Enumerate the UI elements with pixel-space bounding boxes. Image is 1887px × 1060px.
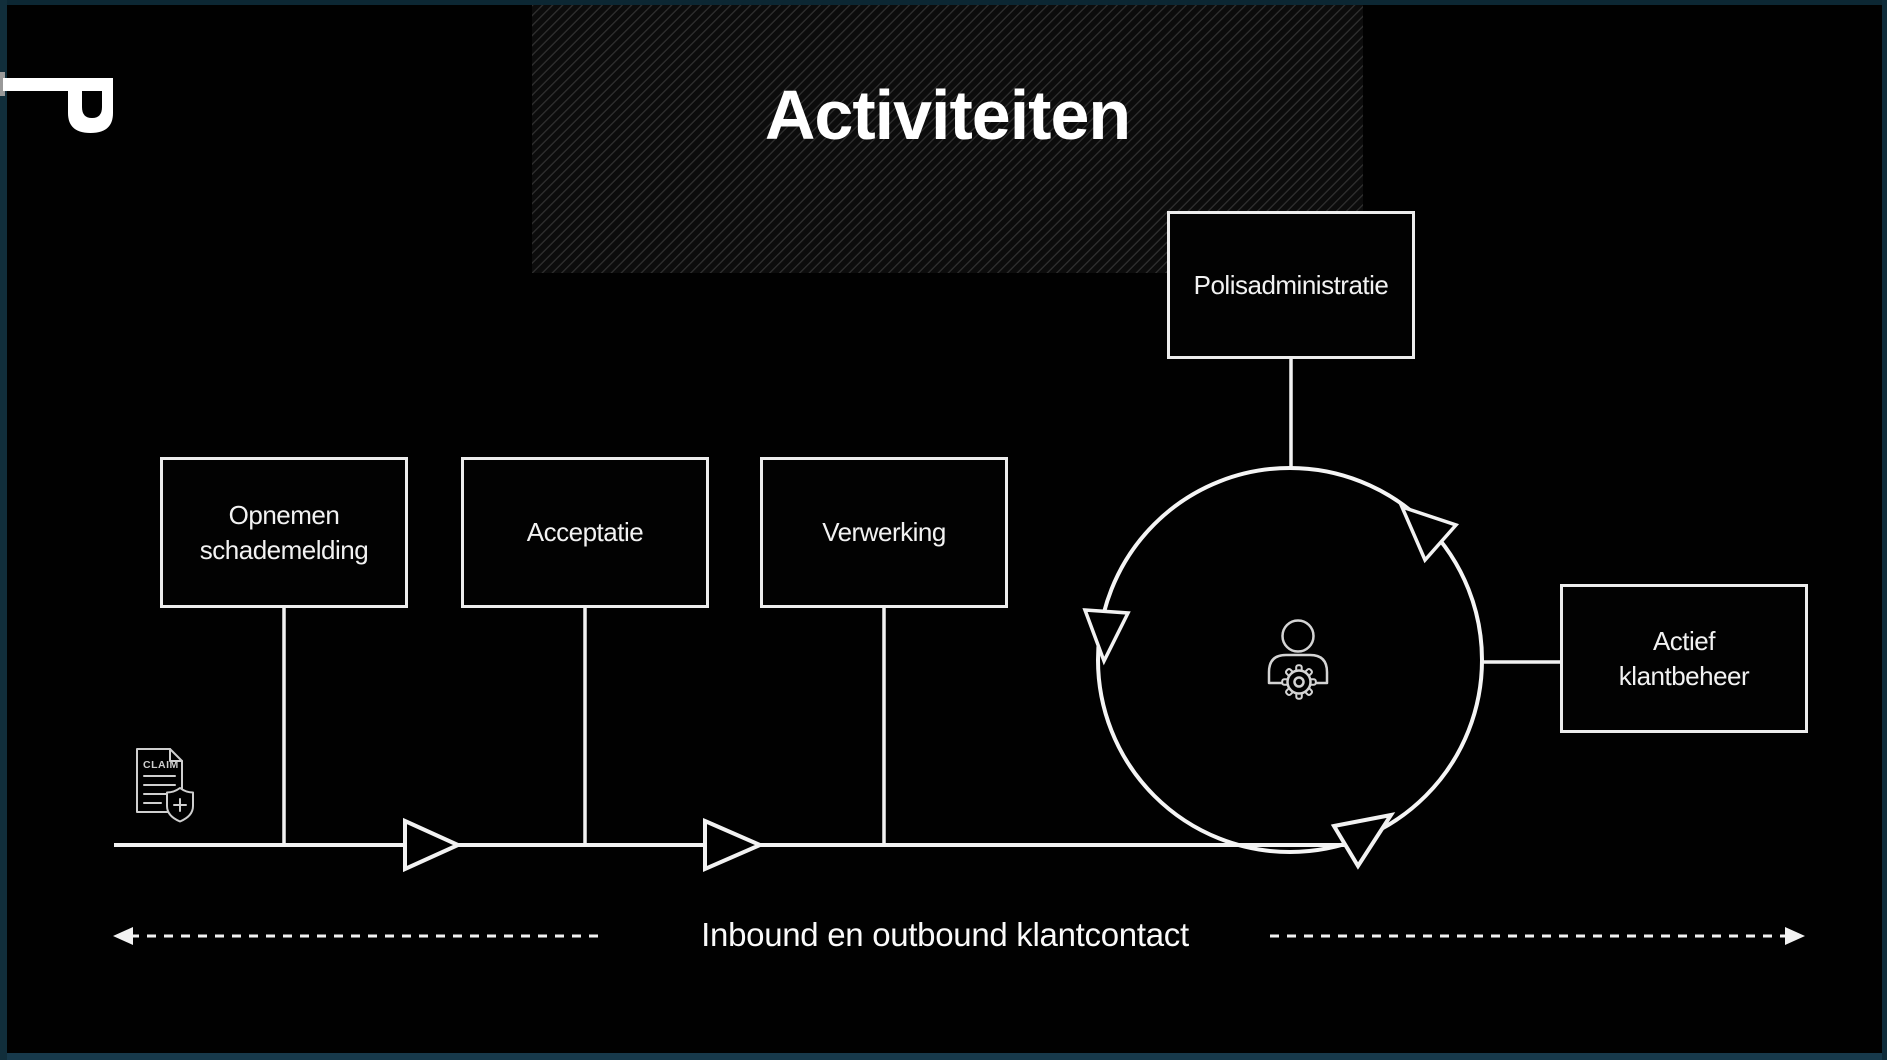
flow-arrowhead-1: [403, 817, 463, 873]
flow-arrowhead-2: [703, 817, 766, 873]
claim-label: CLAIM: [143, 759, 179, 771]
window-frame-top: [0, 0, 1887, 5]
box-label-line: Polisadministratie: [1193, 269, 1389, 300]
window-frame-left: [0, 0, 7, 1060]
inbound-outbound-arrows: [113, 927, 1805, 945]
box-label-line: Verwerking: [822, 517, 946, 547]
arrowhead-right: [1785, 927, 1805, 945]
box-label-line: schademelding: [199, 534, 369, 565]
cycle-arrowhead-bottom: [1330, 812, 1396, 870]
box-label-line: Acceptatie: [526, 517, 644, 547]
window-frame-bottom: [0, 1053, 1887, 1060]
edge-marker: [0, 72, 5, 96]
process-box-acceptatie: Acceptatie: [461, 457, 709, 608]
process-box-actief-klantbeheer: Actief klantbeheer: [1560, 584, 1808, 733]
box-label-line: klantbeheer: [1618, 660, 1750, 691]
cycle-arrowhead-top-right: [1398, 504, 1460, 564]
inbound-outbound-label: Inbound en outbound klantcontact: [701, 916, 1189, 953]
cycle-circle: [1096, 466, 1484, 854]
claim-document-icon: CLAIM: [136, 748, 194, 823]
process-box-opnemen-schademelding: Opnemen schademelding: [160, 457, 408, 608]
slide-title: Activiteiten: [764, 76, 1131, 154]
box-label-line: Actief: [1652, 625, 1716, 656]
person-gear-icon: [1267, 619, 1329, 700]
p-logo-icon: [0, 72, 113, 133]
process-box-verwerking: Verwerking: [760, 457, 1008, 608]
box-label-line: Opnemen: [228, 499, 340, 530]
arrowhead-left: [113, 927, 133, 945]
process-box-polisadministratie: Polisadministratie: [1167, 211, 1415, 359]
cycle-arrowhead-left: [1082, 608, 1131, 666]
window-frame-right: [1882, 0, 1887, 1060]
